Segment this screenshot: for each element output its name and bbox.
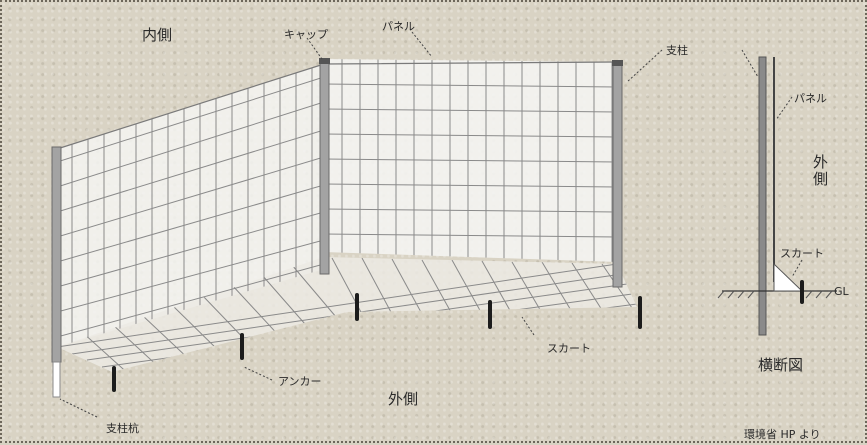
label-anchor: アンカー [278,375,322,388]
label-skirt: スカート [547,342,591,355]
label-cross-section: 横断図 [758,356,804,374]
right-post [612,61,623,288]
posts [51,58,623,398]
anchors [112,293,642,392]
label-cap: キャップ [284,28,328,41]
skirt-mesh [57,257,637,372]
center-post [319,61,330,275]
right-panel-grid [324,59,617,262]
label-post-stake: 支柱杭 [106,422,139,435]
label-outer-side-vertical: 外側 [811,154,829,188]
label-source: 環境省 HP より [744,428,821,441]
cross-section-illustration [717,49,837,336]
leader-lines [59,31,663,418]
label-inner-side: 内側 [142,26,173,44]
label-gl: GL [834,285,849,298]
label-outer-side: 外側 [388,390,419,408]
label-panel: パネル [382,20,415,33]
label-post: 支柱 [666,44,688,57]
left-post [51,146,62,363]
label-panel-cross: パネル [794,92,827,105]
left-panel [57,64,324,347]
left-post-stake [52,361,61,398]
label-skirt-cross: スカート [780,247,824,260]
